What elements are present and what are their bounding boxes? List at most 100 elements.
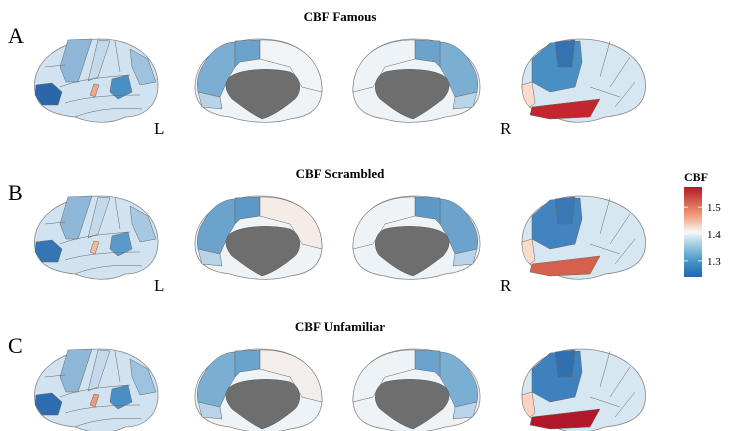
region-superior-parietal [554, 39, 576, 68]
row-title: CBF Scrambled [296, 166, 385, 181]
tick-label: 1.3 [707, 256, 721, 268]
left-medial-view [194, 38, 323, 123]
region-border [114, 197, 121, 230]
region-medial-anterior [259, 196, 323, 250]
region-border [589, 243, 621, 255]
hemisphere-label-left: L [154, 429, 164, 431]
region-medial-anterior [259, 349, 323, 403]
region-medial-lower [452, 401, 478, 420]
hemisphere-label-left: L [154, 119, 164, 138]
region-parietal [109, 74, 133, 100]
region-medial-top [234, 349, 261, 378]
medial-wall [375, 69, 450, 120]
region-border [59, 231, 131, 245]
region-precentral [59, 195, 93, 240]
region-superior-temporal [89, 83, 100, 98]
region-medial-lower [197, 401, 223, 420]
region-border [614, 81, 636, 108]
region-border [614, 238, 636, 265]
region-border [614, 391, 636, 418]
right-medial-view [352, 348, 481, 431]
region-medial-top [234, 196, 261, 225]
region-border [74, 108, 143, 118]
region-border [114, 350, 121, 383]
region-border [589, 86, 621, 98]
region-border [44, 64, 66, 68]
left-lateral-view [34, 348, 159, 431]
region-border [599, 40, 611, 78]
colorbar [684, 187, 702, 277]
region-temporal [529, 98, 601, 120]
region-temporal [529, 255, 601, 277]
tick-label: 1.5 [707, 202, 721, 214]
region-border [64, 251, 141, 261]
region-medial-top [414, 349, 441, 378]
region-border [609, 56, 631, 88]
left-lateral-view [34, 38, 159, 123]
region-border [609, 213, 631, 245]
region-border [64, 94, 141, 104]
region-border [599, 197, 611, 235]
region-superior-temporal [89, 240, 100, 255]
region-occipital-pole [521, 238, 536, 265]
colorbar-legend: CBF 1.51.41.3 [684, 170, 721, 277]
right-lateral-view [521, 195, 646, 280]
region-occipital [129, 205, 157, 243]
region-border [589, 396, 621, 408]
medial-wall [225, 226, 300, 277]
region-parietal [109, 384, 133, 410]
medial-wall [375, 379, 450, 430]
medial-wall [225, 379, 300, 430]
region-parietal [109, 231, 133, 257]
row-letter: A [8, 23, 24, 48]
region-medial-anterior [352, 349, 416, 403]
tick-label: 1.4 [707, 229, 721, 241]
right-medial-view [352, 38, 481, 123]
hemisphere-label-right: R [500, 119, 512, 138]
right-medial-view [352, 195, 481, 280]
region-medial-anterior [352, 196, 416, 250]
region-medial-top [234, 39, 261, 68]
region-occipital [129, 48, 157, 86]
hemisphere-label-right: R [500, 276, 512, 295]
row-c: CBF UnfamiliarCLR [8, 319, 646, 431]
region-postcentral [87, 196, 111, 239]
region-border [44, 221, 66, 225]
region-medial-top [414, 196, 441, 225]
region-precentral [59, 348, 93, 393]
region-temporal [529, 408, 601, 430]
medial-wall [225, 69, 300, 120]
region-frontal-pole [34, 82, 63, 106]
region-medial-lower [197, 91, 223, 110]
left-lateral-view [34, 195, 159, 280]
row-letter: B [8, 180, 23, 205]
region-occipital-pole [521, 391, 536, 418]
region-medial-anterior [352, 39, 416, 93]
left-medial-view [194, 348, 323, 431]
region-superior-parietal [554, 196, 576, 225]
region-border [74, 265, 143, 275]
left-medial-view [194, 195, 323, 280]
region-medial-top [414, 39, 441, 68]
region-border [114, 40, 121, 73]
region-precentral [59, 38, 93, 83]
region-border [44, 374, 66, 378]
row-title: CBF Unfamiliar [295, 319, 385, 334]
region-medial-lower [197, 248, 223, 267]
right-lateral-view [521, 38, 646, 123]
region-superior-parietal [554, 349, 576, 378]
region-medial-anterior [259, 39, 323, 93]
region-medial-lower [452, 91, 478, 110]
region-frontal-pole [34, 392, 63, 416]
region-border [64, 404, 141, 414]
region-postcentral [87, 39, 111, 82]
region-superior-temporal [89, 393, 100, 408]
region-border [59, 74, 131, 88]
right-lateral-view [521, 348, 646, 431]
region-border [59, 384, 131, 398]
region-medial-lower [452, 248, 478, 267]
hemisphere-label-left: L [154, 276, 164, 295]
